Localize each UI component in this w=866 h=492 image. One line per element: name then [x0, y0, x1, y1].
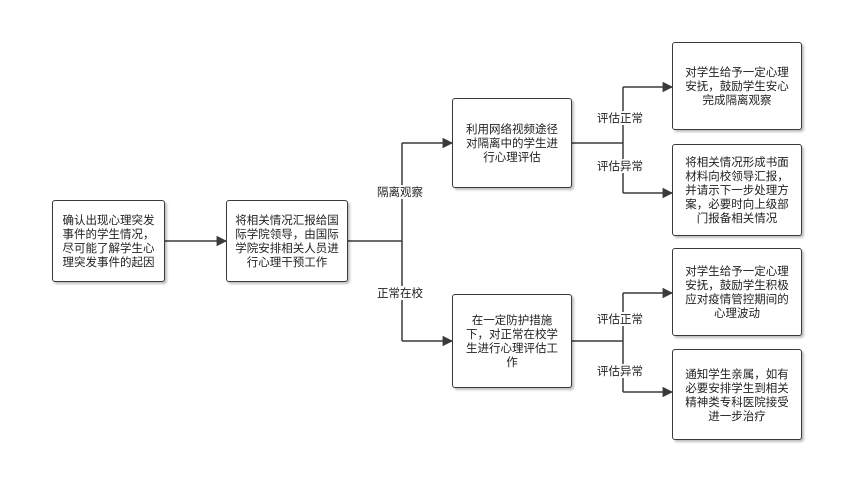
node-campus-normal-action: 对学生给予一定心理安抚，鼓励学生积极应对疫情管控期间的心理波动 — [672, 248, 802, 336]
edge-label-campus-normal: 评估正常 — [597, 312, 643, 326]
node-iso-normal-action: 对学生给予一定心理安抚，鼓励学生安心完成隔离观察 — [672, 42, 802, 130]
node-isolate-assess: 利用网络视频途径对隔离中的学生进行心理评估 — [452, 98, 572, 188]
node-report: 将相关情况汇报给国际学院领导，由国际学院安排相关人员进行心理干预工作 — [226, 200, 348, 282]
edge-label-iso-normal: 评估正常 — [597, 111, 643, 125]
node-campus-abnormal-action: 通知学生亲属，如有必要安排学生到相关精神类专科医院接受进一步治疗 — [672, 349, 802, 440]
node-iso-abnormal-action: 将相关情况形成书面材料向校领导汇报，并请示下一步处理方案，必要时向上级部门报备相… — [672, 144, 802, 236]
edge-label-isolation: 隔离观察 — [377, 185, 423, 199]
edge-label-iso-abnormal: 评估异常 — [597, 159, 643, 173]
node-campus-assess: 在一定防护措施下，对正常在校学生进行心理评估工作 — [452, 294, 572, 388]
edge-label-campus-abnormal: 评估异常 — [597, 364, 643, 378]
edge-label-on-campus: 正常在校 — [377, 286, 423, 300]
node-start: 确认出现心理突发事件的学生情况，尽可能了解学生心理突发事件的起因 — [52, 200, 165, 282]
